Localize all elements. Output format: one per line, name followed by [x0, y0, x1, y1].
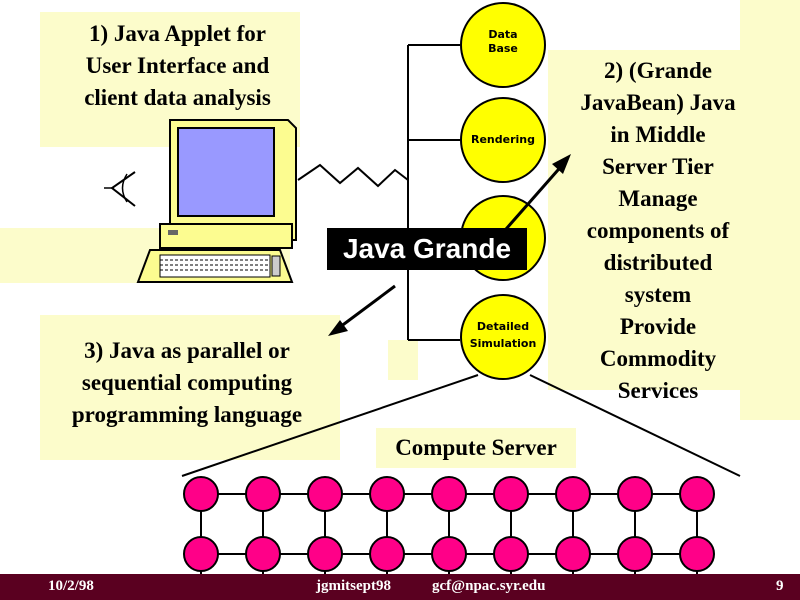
node-database: Data Base: [460, 2, 546, 88]
node-label-line: Simulation: [470, 337, 537, 350]
compute-node: [431, 536, 467, 572]
compute-node: [183, 476, 219, 512]
zigzag-connection: [297, 163, 409, 188]
compute-node: [617, 536, 653, 572]
cream-panel-right: [548, 50, 768, 390]
compute-node: [307, 536, 343, 572]
text-line: distributed: [603, 250, 713, 275]
compute-mesh: [183, 476, 715, 574]
node-label-line: Base: [488, 42, 518, 55]
compute-node: [555, 536, 591, 572]
cream-panel-bottom-left: [40, 315, 340, 460]
fan-line: [529, 374, 741, 477]
compute-node: [431, 476, 467, 512]
text-line: system: [624, 282, 692, 307]
applet-ui-description: 1) Java Applet for User Interface and cl…: [40, 18, 315, 114]
compute-node: [493, 476, 529, 512]
node-label-line: Detailed: [477, 320, 529, 333]
parallel-language-description: 3) Java as parallel or sequential comput…: [42, 335, 332, 431]
node-detailed-simulation: Detailed Simulation: [460, 294, 546, 380]
node-label-line: Data: [488, 28, 517, 41]
text-line: Services: [617, 378, 699, 403]
text-line: JavaBean) Java: [580, 90, 736, 115]
footer-email: gcf@npac.syr.edu: [432, 578, 546, 594]
node-rendering: Rendering: [460, 97, 546, 183]
compute-node: [493, 536, 529, 572]
text-line: Provide: [619, 314, 697, 339]
compute-node: [183, 536, 219, 572]
arrow-to-parallel-language: [328, 284, 396, 336]
node-label-line: Rendering: [471, 133, 535, 146]
fan-line: [181, 374, 479, 477]
cream-panel-small: [388, 340, 418, 380]
compute-node: [679, 536, 715, 572]
user-face-icon: [104, 171, 136, 207]
text-line: Manage: [618, 186, 698, 211]
compute-node: [369, 536, 405, 572]
middle-tier-description: 2) (Grande JavaBean) Java in Middle Serv…: [553, 55, 763, 407]
footer-date: 10/2/98: [48, 578, 94, 594]
text-line: programming language: [71, 402, 303, 427]
footer-filename: jgmitsept98: [316, 578, 391, 594]
text-line: client data analysis: [84, 85, 271, 110]
text-line: 1) Java Applet for: [89, 21, 266, 46]
computer-icon: [136, 119, 297, 283]
compute-node: [617, 476, 653, 512]
java-grande-label: Java Grande: [327, 228, 527, 270]
text-line: Server Tier: [602, 154, 714, 179]
text-line: in Middle: [610, 122, 706, 147]
text-line: User Interface and: [85, 53, 270, 78]
compute-node: [245, 536, 281, 572]
footer-page-number: 9: [776, 578, 784, 594]
compute-node: [555, 476, 591, 512]
compute-node: [245, 476, 281, 512]
text-line: sequential computing: [81, 370, 293, 395]
compute-node: [679, 476, 715, 512]
slide-footer: 10/2/98 jgmitsept98 gcf@npac.syr.edu 9: [0, 574, 800, 600]
text-line: 3) Java as parallel or: [84, 338, 290, 363]
text-line: Commodity: [599, 346, 717, 371]
cream-panel-compute: [376, 428, 576, 468]
cream-panel-far-right: [740, 0, 800, 420]
compute-server-label: Compute Server: [395, 435, 557, 460]
text-line: components of: [586, 218, 730, 243]
compute-node: [369, 476, 405, 512]
compute-node: [307, 476, 343, 512]
text-line: 2) (Grande: [604, 58, 712, 83]
